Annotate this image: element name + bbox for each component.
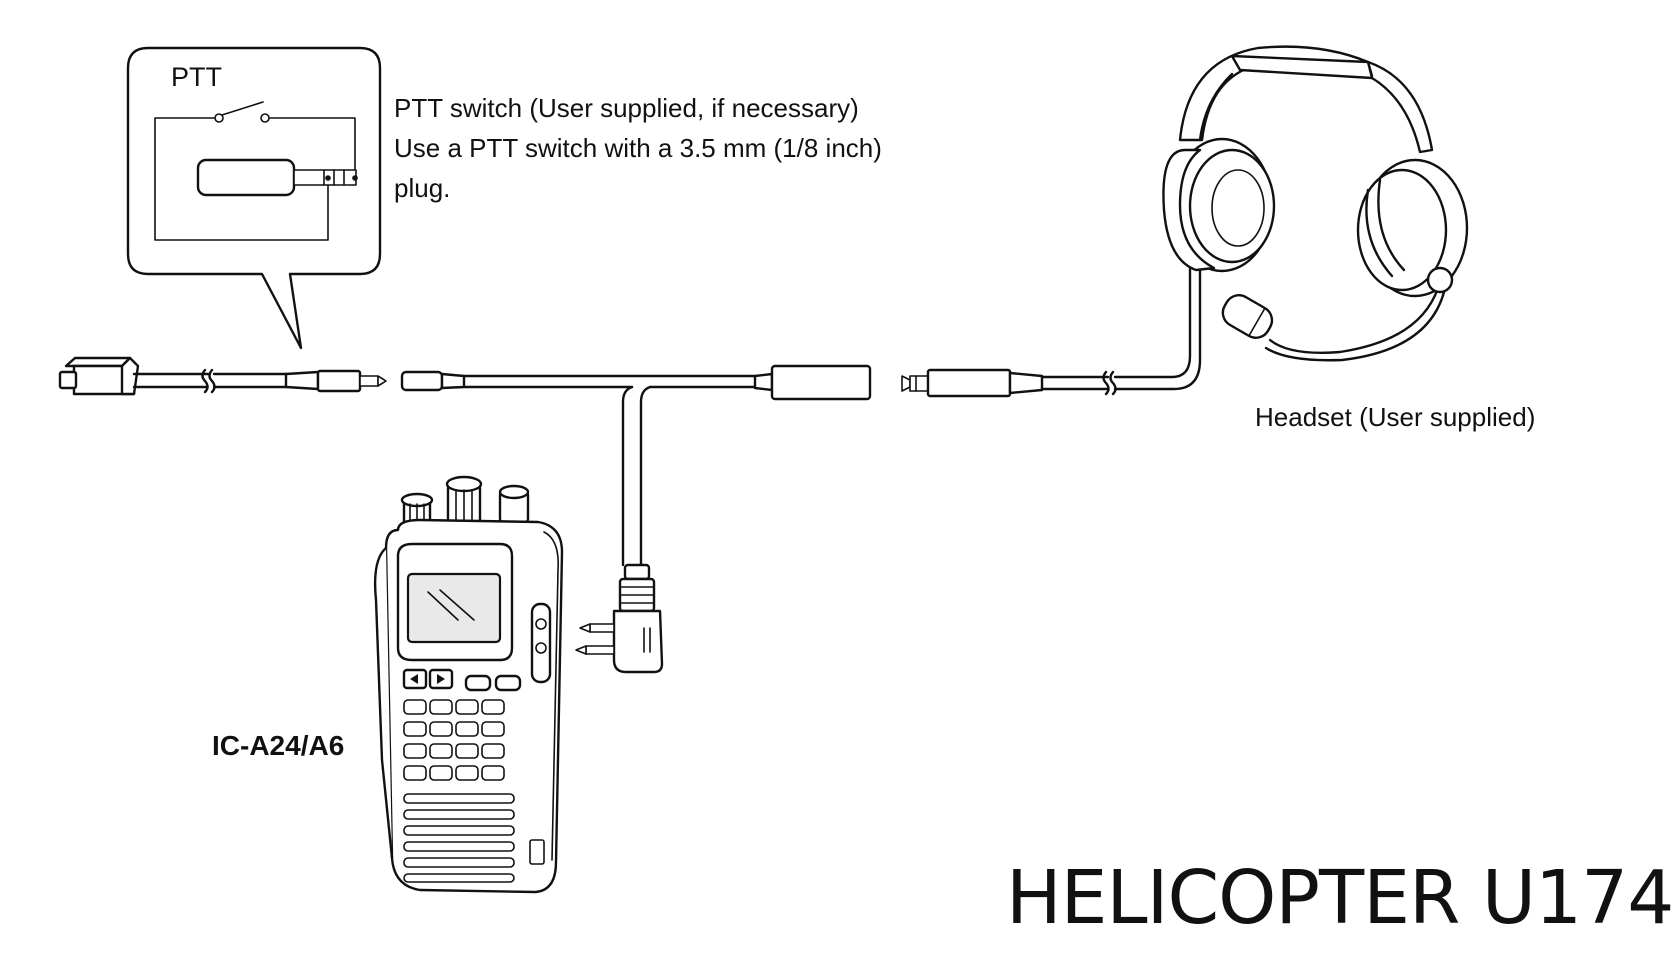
wiring-diagram: PTT PTT switch (User supplied, if necess… <box>58 45 1673 941</box>
headset-label: Headset (User supplied) <box>1255 402 1536 432</box>
headset-drawing <box>1162 45 1469 362</box>
ptt-description-line-3: plug. <box>394 173 451 203</box>
headset-socket <box>753 364 872 401</box>
ptt-callout <box>126 46 382 350</box>
product-model-title: HELICOPTER U174 <box>1006 855 1673 941</box>
radio-model-label: IC-A24/A6 <box>212 730 345 761</box>
diagram-drawing <box>58 45 1469 894</box>
ptt-plug <box>284 369 387 393</box>
radio-plug <box>575 563 664 674</box>
ptt-description-line-1: PTT switch (User supplied, if necessary) <box>394 93 859 123</box>
cable-assembly <box>58 260 1202 567</box>
headset-plug <box>901 368 1044 398</box>
ptt-switch-label: PTT <box>171 62 222 92</box>
radio-speaker-grille <box>403 793 515 883</box>
splitter-socket-ptt <box>400 370 466 392</box>
ptt-jack-connector <box>58 356 140 396</box>
radio-drawing <box>373 475 564 894</box>
ptt-description-line-2: Use a PTT switch with a 3.5 mm (1/8 inch… <box>394 133 882 163</box>
radio-keypad <box>403 699 505 781</box>
